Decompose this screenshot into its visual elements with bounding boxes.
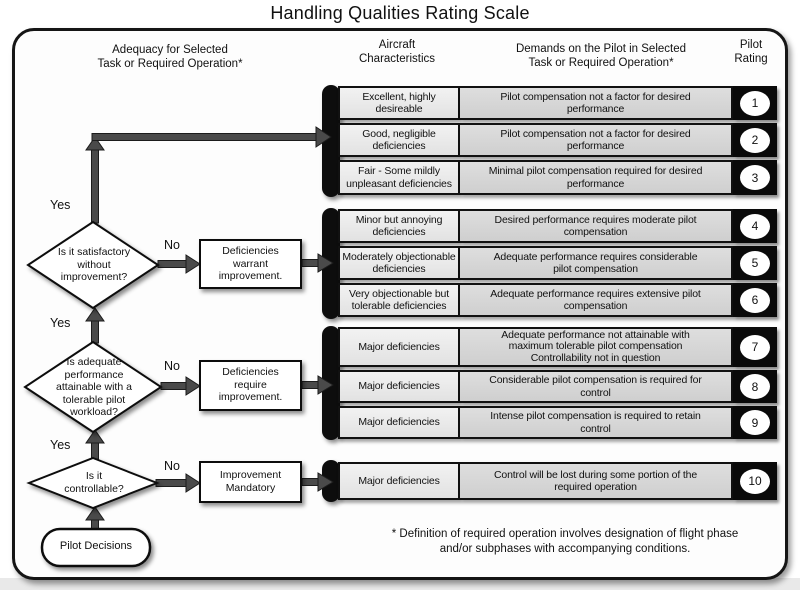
characteristics-cell: Major deficiencies: [338, 370, 460, 403]
action-box-3-label: Improvement Mandatory: [219, 469, 282, 494]
rating-badge: 6: [740, 287, 770, 313]
no-label-2: No: [164, 359, 180, 373]
rating-badge: 1: [740, 90, 770, 116]
demands-cell: Control will be lost during some portion…: [460, 462, 733, 500]
characteristics-cell: Moderately objectionable deficiencies: [338, 246, 460, 280]
rating-badge-cell: 8: [733, 370, 777, 403]
column-header-pilot-rating: Pilot Rating: [734, 39, 768, 66]
rating-row-6: Very objectionable but tolerable deficie…: [338, 283, 777, 317]
characteristics-cell: Major deficiencies: [338, 462, 460, 500]
demands-cell: Desired performance requires moderate pi…: [460, 209, 733, 243]
demands-cell: Pilot compensation not a factor for desi…: [460, 123, 733, 157]
column-header-demands: Demands on the Pilot in Selected Task or…: [515, 43, 687, 70]
rating-badge-cell: 10: [733, 462, 777, 500]
column-header-aircraft-characteristics: Aircraft Characteristics: [358, 39, 436, 66]
rating-badge: 2: [740, 127, 770, 153]
rating-row-2: Good, negligible deficiencies Pilot comp…: [338, 123, 777, 157]
rating-badge: 10: [740, 468, 770, 494]
action-box-1-label: Deficiencies warrant improvement.: [218, 245, 283, 283]
rating-row-1: Excellent, highly desireable Pilot compe…: [338, 86, 777, 120]
rating-badge: 3: [740, 165, 770, 190]
decision-question-1: Is it satisfactory without improvement?: [57, 246, 131, 284]
characteristics-cell: Excellent, highly desireable: [338, 86, 460, 120]
demands-cell: Adequate performance not attainable with…: [460, 327, 733, 367]
rating-row-8: Major deficiencies Considerable pilot co…: [338, 370, 777, 403]
rating-badge-cell: 2: [733, 123, 777, 157]
action-box-2-label: Deficiencies require improvement.: [218, 366, 283, 404]
yes-label-3: Yes: [50, 438, 71, 452]
page-title: Handling Qualities Rating Scale: [270, 3, 530, 23]
no-label-3: No: [164, 459, 180, 473]
characteristics-cell: Very objectionable but tolerable deficie…: [338, 283, 460, 317]
demands-cell: Pilot compensation not a factor for desi…: [460, 86, 733, 120]
decision-question-2: Is adequate performance attainable with …: [56, 356, 132, 419]
rating-badge-cell: 5: [733, 246, 777, 280]
rating-row-4: Minor but annoying deficiencies Desired …: [338, 209, 777, 243]
rating-badge-cell: 9: [733, 406, 777, 439]
rating-row-5: Moderately objectionable deficiencies Ad…: [338, 246, 777, 280]
footnote: * Definition of required operation invol…: [391, 528, 739, 555]
rating-badge-cell: 4: [733, 209, 777, 243]
demands-cell: Intense pilot compensation is required t…: [460, 406, 733, 439]
rating-row-3: Fair - Some mildly unpleasant deficienci…: [338, 160, 777, 195]
characteristics-cell: Fair - Some mildly unpleasant deficienci…: [338, 160, 460, 195]
characteristics-cell: Major deficiencies: [338, 327, 460, 367]
rating-badge-cell: 1: [733, 86, 777, 120]
demands-cell: Considerable pilot compensation is requi…: [460, 370, 733, 403]
characteristics-cell: Minor but annoying deficiencies: [338, 209, 460, 243]
rating-badge: 4: [740, 213, 770, 239]
demands-cell: Adequate performance requires extensive …: [460, 283, 733, 317]
rating-badge-cell: 6: [733, 283, 777, 317]
characteristics-cell: Good, negligible deficiencies: [338, 123, 460, 157]
page-bottom-band: [0, 578, 800, 590]
no-label-1: No: [164, 238, 180, 252]
rating-row-7: Major deficiencies Adequate performance …: [338, 327, 777, 367]
rating-row-10: Major deficiencies Control will be lost …: [338, 462, 777, 500]
decision-question-3: Is it controllable?: [64, 470, 124, 495]
rating-row-9: Major deficiencies Intense pilot compens…: [338, 406, 777, 439]
rating-badge-cell: 7: [733, 327, 777, 367]
demands-cell: Adequate performance requires considerab…: [460, 246, 733, 280]
pilot-decisions-label: Pilot Decisions: [59, 540, 133, 552]
rating-badge: 7: [740, 334, 770, 360]
yes-label-1: Yes: [50, 198, 71, 212]
characteristics-cell: Major deficiencies: [338, 406, 460, 439]
demands-cell: Minimal pilot compensation required for …: [460, 160, 733, 195]
rating-badge: 9: [740, 410, 770, 435]
rating-badge: 8: [740, 374, 770, 399]
rating-badge-cell: 3: [733, 160, 777, 195]
column-header-adequacy: Adequacy for Selected Task or Required O…: [97, 44, 243, 71]
rating-badge: 5: [740, 250, 770, 276]
yes-label-2: Yes: [50, 316, 71, 330]
